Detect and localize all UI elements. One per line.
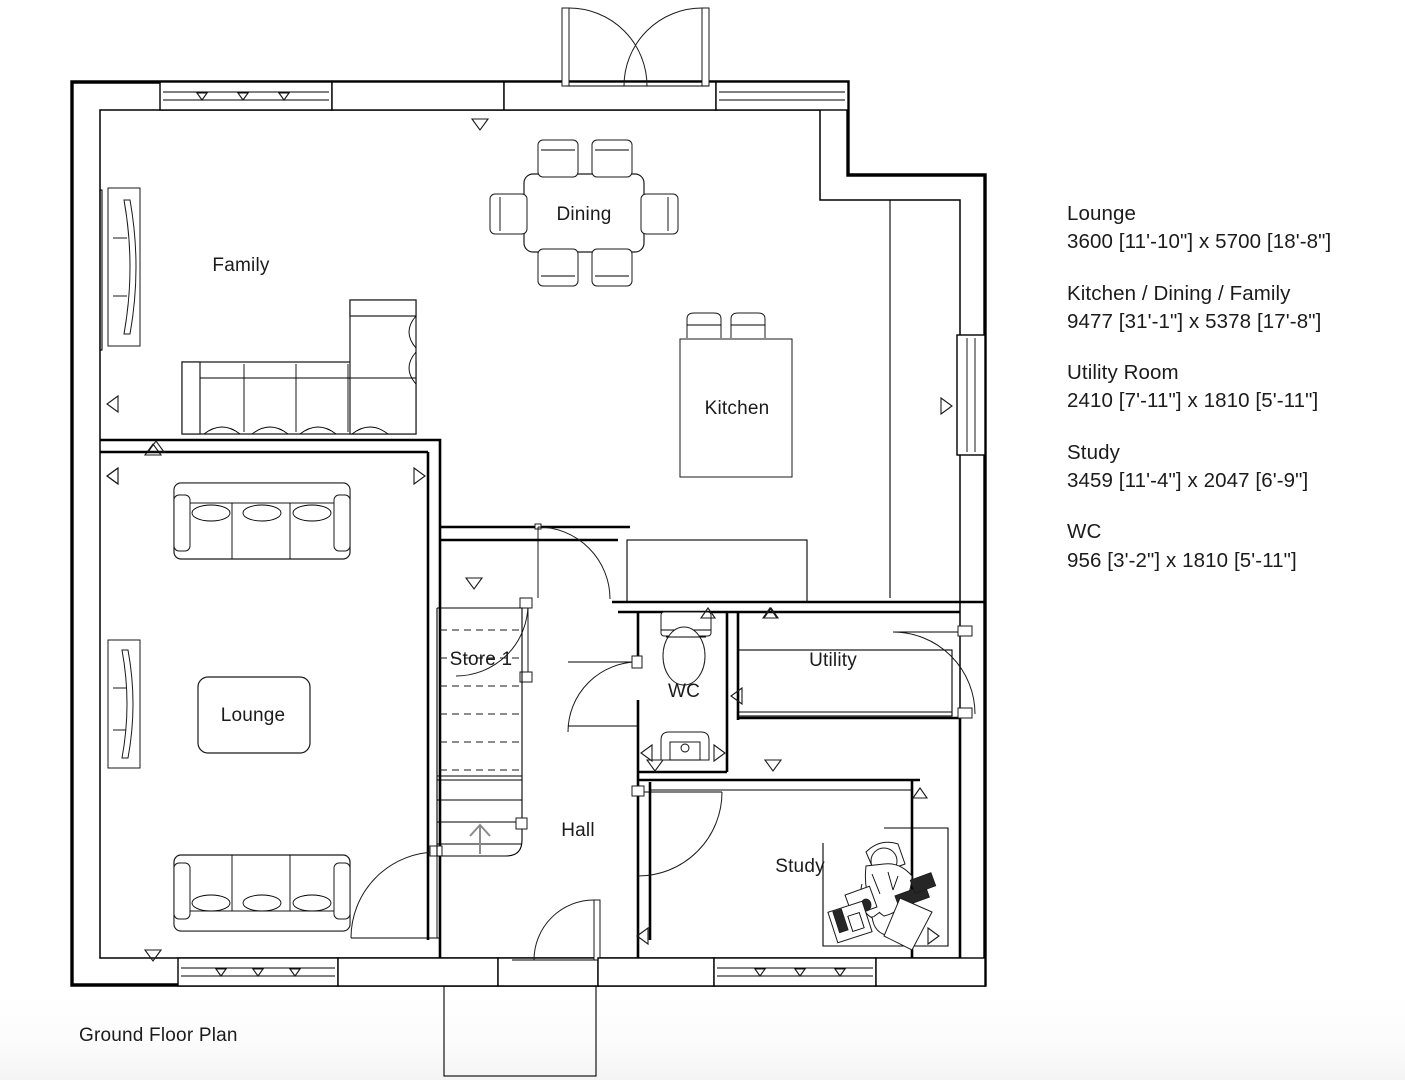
room-label-study: Study — [775, 856, 825, 877]
schedule-room-name: Utility Room — [1067, 361, 1179, 385]
room-label-lounge: Lounge — [221, 705, 286, 726]
door-utility-external[interactable] — [892, 625, 976, 719]
window-rear-right — [715, 81, 849, 111]
schedule-room-name: WC — [1067, 520, 1102, 544]
window-front-lounge — [177, 957, 339, 987]
room-label-hall: Hall — [561, 820, 595, 841]
schedule-room-dimensions: 3459 [11'-4"] x 2047 [6'-9"] — [1067, 468, 1309, 492]
schedule-room-dimensions: 3600 [11'-10"] x 5700 [18'-8"] — [1067, 230, 1332, 254]
room-label-utility: Utility — [809, 650, 857, 671]
door-lounge[interactable] — [350, 845, 443, 939]
schedule-room-dimensions: 9477 [31'-1"] x 5378 [17'-8"] — [1067, 309, 1322, 333]
window-left-family — [99, 189, 119, 414]
door-store[interactable] — [455, 597, 533, 683]
internal-doors — [350, 523, 976, 939]
porch-canopy — [443, 985, 597, 1077]
room-label-store: Store 1 — [450, 649, 513, 670]
schedule-room-name: Lounge — [1067, 202, 1137, 225]
front-elevation-openings — [177, 899, 986, 1077]
schedule-entry-kitchen-dining-family: Kitchen / Dining / Family 9477 [31'-1"] … — [1067, 280, 1397, 337]
direction-markers — [146, 440, 780, 619]
schedule-room-name: Kitchen / Dining / Family — [1067, 281, 1291, 305]
door-front-entrance[interactable] — [497, 899, 601, 987]
lounge-furniture: Lounge — [106, 466, 484, 932]
window-front-study — [713, 957, 877, 987]
schedule-room-dimensions: 2410 [7'-11"] x 1810 [5'-11"] — [1067, 389, 1319, 413]
wc-fixtures: WC — [640, 607, 726, 772]
schedule-room-name: Study — [1067, 440, 1120, 464]
sofa-lounge-lower — [173, 854, 351, 932]
schedule-room-dimensions: 956 [3'-2"] x 1810 [5'-11"] — [1067, 548, 1297, 572]
family-room-furniture: Family — [107, 187, 417, 435]
utility-room: Utility — [730, 607, 857, 772]
rear-elevation-openings — [159, 7, 849, 131]
corner-sofa-family — [181, 299, 417, 435]
utility-worktop — [737, 649, 953, 717]
room-label-wc: WC — [668, 681, 700, 702]
door-study[interactable] — [631, 785, 723, 877]
schedule-entry-utility-room: Utility Room 2410 [7'-11"] x 1810 [5'-11… — [1067, 359, 1397, 416]
stair-up-arrow — [469, 823, 491, 854]
door-rear-french-double[interactable] — [503, 7, 717, 111]
door-hall-to-kitchen[interactable] — [534, 523, 611, 600]
sofa-lounge-upper — [173, 482, 351, 560]
room-label-family: Family — [212, 255, 269, 276]
plan-caption: Ground Floor Plan — [79, 1025, 238, 1046]
schedule-entry-study: Study 3459 [11'-4"] x 2047 [6'-9"] — [1067, 439, 1397, 496]
store-under-stairs — [440, 629, 520, 771]
kitchen-furniture: Kitchen — [679, 199, 891, 598]
room-label-dining: Dining — [556, 204, 611, 225]
tv-unit-lounge — [107, 639, 141, 769]
hall-area: Hall — [561, 820, 649, 946]
room-label-kitchen: Kitchen — [705, 398, 770, 419]
study-room: Study — [775, 787, 949, 951]
window-right-kitchen — [940, 334, 986, 456]
schedule-entry-wc: WC 956 [3'-2"] x 1810 [5'-11"] — [1067, 518, 1397, 575]
room-schedule: Lounge 3600 [11'-10"] x 5700 [18'-8"] Ki… — [1067, 200, 1397, 598]
tv-unit-family — [107, 187, 141, 347]
kitchen-worktop — [626, 539, 808, 603]
staircase: Store 1 — [436, 607, 528, 857]
study-paperwork — [827, 900, 873, 944]
dining-furniture: Dining — [489, 139, 679, 287]
schedule-entry-lounge: Lounge 3600 [11'-10"] x 5700 [18'-8"] — [1067, 200, 1397, 257]
door-wc[interactable] — [567, 655, 643, 733]
window-rear-left — [159, 81, 333, 111]
wc-basin — [660, 731, 710, 761]
